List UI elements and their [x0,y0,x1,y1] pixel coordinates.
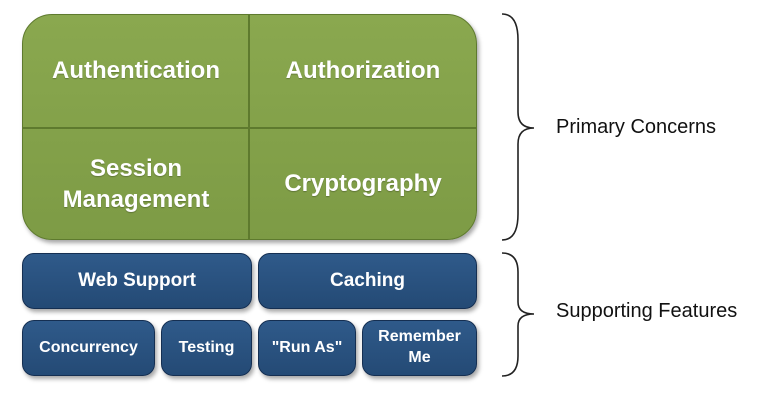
testing-box: Testing [161,320,252,376]
horizontal-divider [23,127,476,129]
supporting-features-brace [501,252,535,377]
primary-concerns-block: Authentication Authorization Session Man… [22,14,477,240]
primary-concerns-label: Primary Concerns [556,116,717,138]
supporting-features-label: Supporting Features [556,300,738,322]
authorization-label: Authorization [285,57,441,85]
remember-me-box: Remember Me [362,320,477,376]
run-as-label: "Run As" [271,338,343,356]
run-as-box: "Run As" [258,320,356,376]
caching-box: Caching [258,253,477,309]
braces [501,13,535,377]
web-support-box: Web Support [22,253,252,309]
authentication-label: Authentication [52,57,220,85]
remember-me-label: Remember Me [378,328,461,366]
caching-label: Caching [330,270,405,291]
web-support-label: Web Support [78,270,196,291]
authorization-cell: Authorization [250,15,476,127]
authentication-cell: Authentication [23,15,249,127]
session-management-label: Session Management [62,154,210,213]
concurrency-box: Concurrency [22,320,155,376]
testing-label: Testing [178,338,235,356]
concurrency-label: Concurrency [39,338,138,356]
cryptography-label: Cryptography [284,170,442,198]
primary-concerns-brace [501,13,535,241]
cryptography-cell: Cryptography [250,128,476,239]
session-management-cell: Session Management [23,128,249,239]
